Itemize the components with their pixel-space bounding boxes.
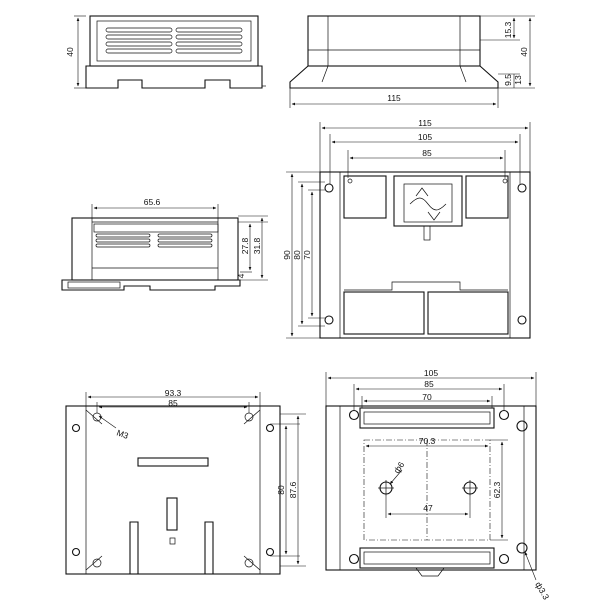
label-corner-hole: ф3.3: [533, 580, 551, 600]
dim-h-mid: 80: [292, 250, 302, 260]
label-screw: M3: [115, 427, 130, 441]
dim-height-total: 40: [519, 47, 529, 57]
dim-slot-width: 70.3: [419, 436, 436, 446]
dim-width-mid: 85: [424, 379, 434, 389]
dim-width-inner: 85: [422, 148, 432, 158]
dim-foot: 4: [236, 273, 246, 278]
view-mid-left: 65.6 27.8 31.8 4: [61, 197, 268, 291]
dim-hole-height: 62.3: [492, 481, 502, 498]
dim-width-outer: 115: [418, 118, 432, 128]
dim-width-inner: 70: [422, 392, 432, 402]
dim-width-outer: 93.3: [165, 388, 182, 398]
label-hole-dia: ф6: [391, 460, 406, 476]
view-top-left: 40: [65, 15, 266, 89]
dim-rail-b: 13: [513, 75, 523, 85]
dim-window-width: 65.6: [144, 197, 161, 207]
dim-h-inner: 80: [276, 485, 286, 495]
vent-slots: [105, 27, 243, 54]
dim-hole-span: 47: [423, 503, 433, 513]
dim-h-a: 27.8: [240, 237, 250, 254]
dim-width-outer: 105: [424, 368, 438, 378]
dim-width-inner: 85: [168, 398, 178, 408]
dim-height-a: 15.3: [503, 21, 513, 38]
view-top-right: 15.3 40 9.5 13 115: [289, 15, 535, 108]
dim-h-outer: 87.6: [288, 481, 298, 498]
dim-width: 115: [387, 93, 401, 103]
dim-width-mid: 105: [418, 132, 432, 142]
dim-height: 40: [65, 47, 75, 57]
dim-h-outer: 90: [282, 250, 292, 260]
dim-h-b: 31.8: [252, 237, 262, 254]
view-bottom-right: ф6 47 62.3 70.3 105 85 70 ф3.3: [325, 368, 551, 600]
dim-h-inner: 70: [302, 250, 312, 260]
dim-rail-a: 9.5: [503, 74, 513, 86]
view-mid-right: 115 105 85 90 80 70: [282, 118, 531, 339]
view-bottom-left: M3 93.3 85 80 87.6: [65, 388, 306, 575]
